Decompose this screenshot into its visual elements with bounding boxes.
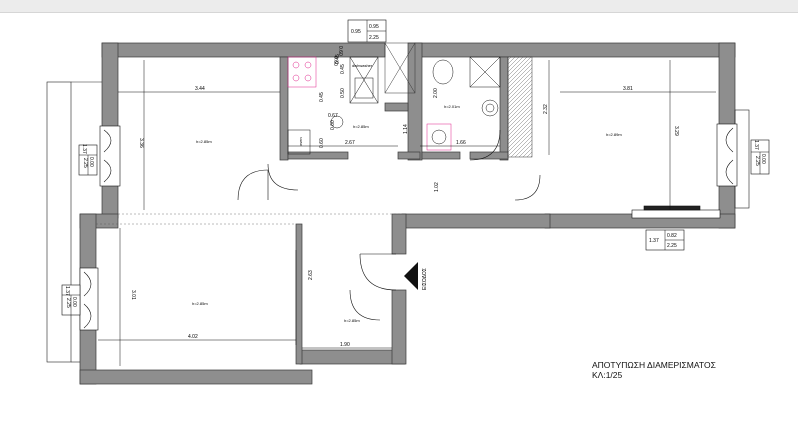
svg-text:1.37: 1.37 bbox=[753, 140, 759, 150]
dim-right-height2: 3.29 bbox=[673, 126, 679, 136]
window-box-bottom: 1.37 0.82 2.25 bbox=[645, 229, 685, 251]
dim-corridor-len: 2.67 bbox=[345, 140, 355, 146]
drawing-scale: ΚΛ:1/25 bbox=[592, 370, 623, 380]
room-height-bath: h=2.01m bbox=[444, 104, 460, 109]
balcony-left bbox=[46, 81, 102, 363]
storage-hatch bbox=[507, 56, 533, 158]
entrance-arrow bbox=[404, 262, 418, 290]
svg-text:0.95: 0.95 bbox=[351, 29, 361, 35]
dim-kitchen-d7: 0.60 bbox=[319, 138, 325, 148]
window-box-right: 1.37 0.00 2.25 bbox=[750, 139, 770, 175]
dim-living-width: 3.44 bbox=[195, 86, 205, 92]
dim-hall-width: 1.90 bbox=[340, 342, 350, 348]
svg-text:2.25: 2.25 bbox=[754, 156, 760, 166]
dim-kitchen-d2: 0.45 bbox=[335, 54, 341, 64]
dim-kitchen-d1: 0.60 bbox=[332, 56, 338, 66]
dim-left-width: 4.02 bbox=[188, 334, 198, 340]
drawing-title: ΑΠΟΤΥΠΩΣΗ ΔΙΑΜΕΡΙΣΜΑΤΟΣ bbox=[592, 360, 716, 370]
dim-bath-w: 1.66 bbox=[456, 140, 466, 146]
dishwasher-label: dishwasher bbox=[352, 63, 373, 68]
dim-corridor-w: 1.02 bbox=[434, 182, 440, 192]
svg-text:0.00: 0.00 bbox=[760, 154, 766, 164]
dim-living-height: 3.36 bbox=[138, 138, 144, 148]
dim-right-width: 3.81 bbox=[623, 86, 633, 92]
dim-kitchen-d8: 0.60 bbox=[337, 46, 343, 56]
dim-kitchen-d3: 0.50 bbox=[340, 88, 346, 98]
room-height-hall: h=2.85m bbox=[344, 318, 360, 323]
dim-kitchen-d6: 0.60 bbox=[330, 120, 336, 130]
doors bbox=[237, 129, 541, 321]
oven-label: oven bbox=[298, 137, 303, 146]
dim-bath-h: 2.00 bbox=[433, 88, 439, 98]
dim-kitchen-d9: 0.45 bbox=[340, 64, 346, 74]
dim-corridor-h: 1.14 bbox=[403, 124, 409, 134]
viewer-top-bar bbox=[0, 0, 798, 13]
window-box-left2: 1.37 0.00 2.25 bbox=[61, 284, 81, 316]
svg-text:2.25: 2.25 bbox=[667, 243, 677, 249]
svg-text:2.25: 2.25 bbox=[369, 35, 379, 41]
drawing-title-block: ΑΠΟΤΥΠΩΣΗ ΔΙΑΜΕΡΙΣΜΑΤΟΣ ΚΛ:1/25 bbox=[592, 360, 716, 380]
svg-text:0.00: 0.00 bbox=[88, 157, 94, 167]
svg-text:2.25: 2.25 bbox=[65, 298, 71, 308]
svg-text:0.95: 0.95 bbox=[369, 24, 379, 30]
svg-text:1.37: 1.37 bbox=[81, 144, 87, 154]
room-height-living: h=2.85m bbox=[196, 139, 212, 144]
windows bbox=[79, 123, 738, 331]
room-height-left: h=2.85m bbox=[192, 301, 208, 306]
dim-right-height: 2.32 bbox=[543, 104, 549, 114]
window-box-left1: 1.37 0.00 2.25 bbox=[78, 144, 98, 176]
svg-text:1.37: 1.37 bbox=[649, 238, 659, 244]
svg-text:2.25: 2.25 bbox=[82, 158, 88, 168]
svg-text:0.82: 0.82 bbox=[667, 233, 677, 239]
dim-kitchen-d4: 0.45 bbox=[319, 92, 325, 102]
shaft-top bbox=[384, 42, 416, 94]
dim-hall-height: 2.63 bbox=[308, 270, 314, 280]
svg-text:1.37: 1.37 bbox=[64, 286, 70, 296]
kitchen-fixtures bbox=[287, 56, 379, 155]
dim-kitchen-d5: 0.67 bbox=[328, 113, 338, 119]
bath-fixtures bbox=[426, 56, 501, 151]
entrance-label: ΕΙΣΟΔΟΣ bbox=[422, 268, 428, 290]
window-box-top: 0.95 0.95 2.25 bbox=[347, 19, 387, 43]
dim-left-height: 3.01 bbox=[130, 290, 136, 300]
dimension-lines bbox=[98, 60, 716, 366]
room-height-right: h=2.89m bbox=[606, 132, 622, 137]
svg-text:0.00: 0.00 bbox=[71, 297, 77, 307]
room-dividers bbox=[96, 213, 402, 225]
room-height-kitchen: h=2.85m bbox=[353, 124, 369, 129]
